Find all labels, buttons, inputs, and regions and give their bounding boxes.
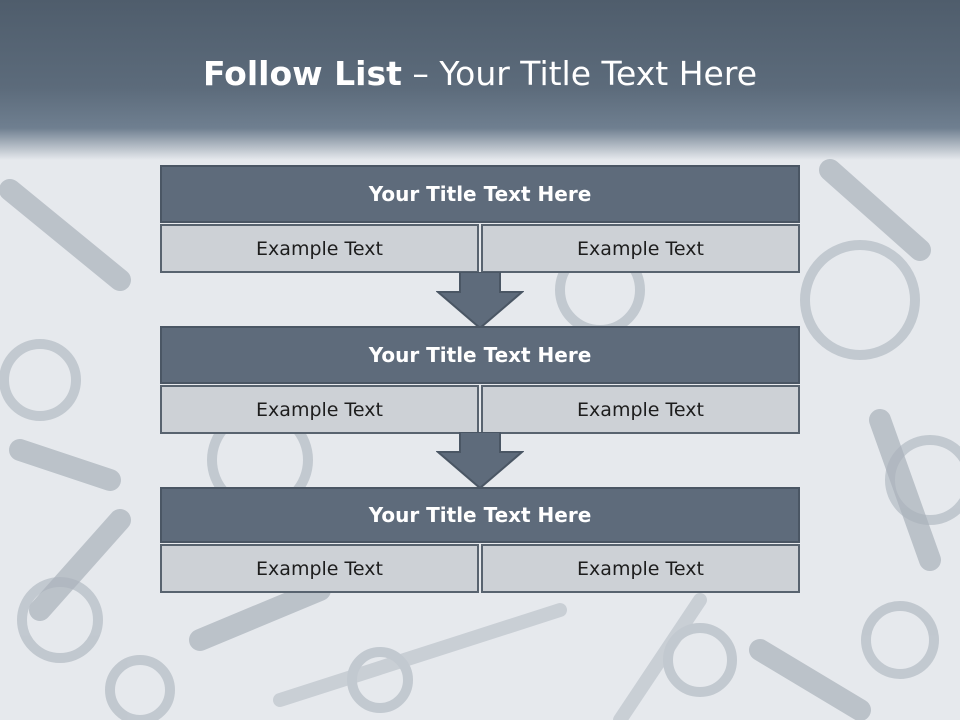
list-block-3: Your Title Text Here Example Text Exampl… [160, 487, 800, 593]
slide-title-bold: Follow List [202, 54, 402, 93]
slide-title-separator: – [401, 54, 440, 93]
down-arrow-icon [436, 272, 524, 330]
down-arrow-icon [436, 432, 524, 490]
block-row: Example Text Example Text [160, 224, 800, 273]
slide-title-rest: Your Title Text Here [439, 54, 758, 93]
block-title: Your Title Text Here [160, 165, 800, 223]
slide-title: Follow List – Your Title Text Here [0, 54, 960, 93]
block-cell-right: Example Text [481, 224, 800, 273]
block-cell-right: Example Text [481, 544, 800, 593]
block-cell-right: Example Text [481, 385, 800, 434]
block-title: Your Title Text Here [160, 326, 800, 384]
list-block-2: Your Title Text Here Example Text Exampl… [160, 326, 800, 434]
header-band [0, 0, 960, 160]
block-row: Example Text Example Text [160, 544, 800, 593]
block-cell-left: Example Text [160, 385, 479, 434]
block-row: Example Text Example Text [160, 385, 800, 434]
block-cell-left: Example Text [160, 224, 479, 273]
list-block-1: Your Title Text Here Example Text Exampl… [160, 165, 800, 273]
block-cell-left: Example Text [160, 544, 479, 593]
block-title: Your Title Text Here [160, 487, 800, 543]
